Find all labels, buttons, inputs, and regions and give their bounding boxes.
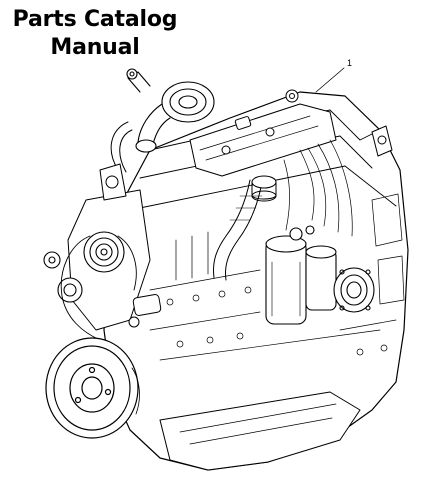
document-title: Parts Catalog Manual — [0, 6, 190, 62]
title-line-2: Manual — [50, 35, 140, 60]
drive-belt — [60, 235, 137, 341]
side-flange — [333, 267, 375, 313]
block-details — [149, 193, 405, 361]
fuel-filter — [265, 225, 337, 325]
crank-pulley — [45, 337, 140, 439]
lifting-bracket — [371, 125, 393, 157]
alternator-pulley — [43, 231, 125, 303]
callout-number: 1 — [347, 58, 352, 68]
callout-leader: 1 — [315, 58, 352, 93]
turbocharger — [126, 68, 215, 153]
oil-pan — [159, 391, 361, 471]
title-line-1: Parts Catalog — [12, 7, 178, 32]
valve-cover — [189, 89, 337, 177]
starter-motor — [128, 294, 162, 328]
oil-filler-cap — [251, 175, 277, 202]
injector-lines — [283, 139, 353, 237]
